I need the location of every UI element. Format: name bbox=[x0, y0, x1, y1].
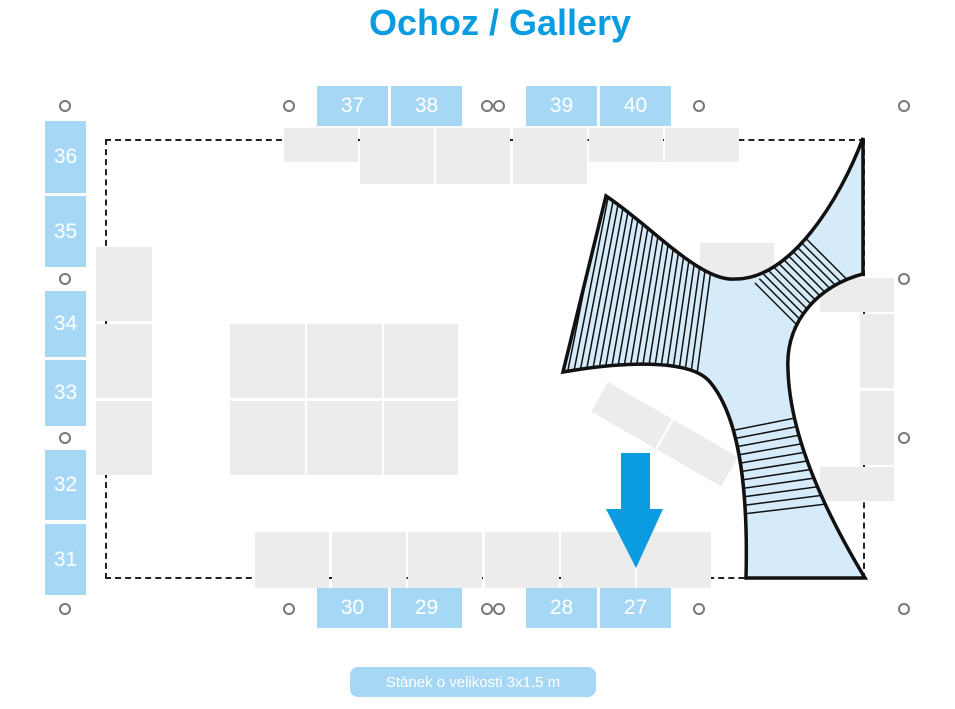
space bbox=[384, 401, 458, 475]
space bbox=[96, 401, 152, 475]
space bbox=[307, 324, 382, 398]
stair-step bbox=[590, 189, 628, 381]
staircase-outline bbox=[560, 137, 869, 580]
stair-step bbox=[758, 278, 805, 325]
booth-38[interactable]: 38 bbox=[391, 86, 462, 126]
space bbox=[332, 532, 406, 588]
stair-step bbox=[763, 273, 810, 320]
space bbox=[96, 247, 152, 321]
space bbox=[408, 532, 482, 588]
booth-29[interactable]: 29 bbox=[391, 588, 462, 628]
space bbox=[665, 128, 739, 162]
pillar-icon bbox=[481, 100, 493, 112]
pillar-icon bbox=[59, 603, 71, 615]
stair-step bbox=[754, 282, 801, 329]
space bbox=[860, 391, 894, 465]
space bbox=[485, 532, 559, 588]
space bbox=[384, 324, 458, 398]
space bbox=[230, 401, 305, 475]
pillar-icon bbox=[898, 273, 910, 285]
legend-booth-size: Stánek o velikosti 3x1,5 m bbox=[350, 667, 596, 697]
stair-step bbox=[583, 189, 622, 381]
pillar-icon bbox=[898, 603, 910, 615]
pillar-icon bbox=[493, 100, 505, 112]
pillar-icon bbox=[283, 100, 295, 112]
pillar-icon bbox=[493, 603, 505, 615]
space bbox=[360, 128, 434, 184]
booth-35[interactable]: 35 bbox=[45, 196, 86, 267]
booth-30[interactable]: 30 bbox=[317, 588, 388, 628]
pillar-icon bbox=[59, 432, 71, 444]
pillar-icon bbox=[693, 100, 705, 112]
stair-step bbox=[793, 243, 840, 290]
pillar-icon bbox=[693, 603, 705, 615]
stair-step bbox=[571, 189, 611, 381]
booth-39[interactable]: 39 bbox=[526, 86, 597, 126]
space bbox=[860, 314, 894, 388]
page-title: Ochoz / Gallery bbox=[368, 2, 632, 43]
space bbox=[96, 324, 152, 398]
stair-step bbox=[789, 247, 836, 294]
booth-31[interactable]: 31 bbox=[45, 524, 86, 595]
stair-step bbox=[734, 502, 836, 516]
pillar-icon bbox=[898, 432, 910, 444]
stair-step bbox=[784, 252, 831, 299]
pillar-icon bbox=[59, 273, 71, 285]
space bbox=[637, 532, 711, 588]
pillar-icon bbox=[59, 100, 71, 112]
space bbox=[307, 401, 382, 475]
space bbox=[436, 128, 510, 184]
pillar-icon bbox=[898, 100, 910, 112]
space bbox=[230, 324, 305, 398]
stair-step bbox=[734, 492, 836, 508]
space bbox=[513, 128, 587, 184]
booth-28[interactable]: 28 bbox=[526, 588, 597, 628]
booth-36[interactable]: 36 bbox=[45, 121, 86, 193]
space bbox=[255, 532, 329, 588]
pillar-icon bbox=[481, 603, 493, 615]
stair-step bbox=[797, 239, 844, 286]
space bbox=[284, 128, 358, 162]
pillar-icon bbox=[283, 603, 295, 615]
space bbox=[700, 243, 774, 277]
booth-27[interactable]: 27 bbox=[600, 588, 671, 628]
stair-step bbox=[767, 269, 814, 316]
booth-37[interactable]: 37 bbox=[317, 86, 388, 126]
stair-step bbox=[780, 256, 827, 303]
booth-34[interactable]: 34 bbox=[45, 291, 86, 357]
booth-33[interactable]: 33 bbox=[45, 360, 86, 426]
stair-step bbox=[596, 189, 633, 381]
stair-step bbox=[602, 189, 639, 381]
stair-step bbox=[802, 234, 849, 281]
space bbox=[820, 467, 894, 501]
booth-32[interactable]: 32 bbox=[45, 450, 86, 520]
stair-step bbox=[577, 189, 616, 381]
booth-40[interactable]: 40 bbox=[600, 86, 671, 126]
down-arrow-icon bbox=[606, 453, 663, 568]
space bbox=[589, 128, 663, 162]
